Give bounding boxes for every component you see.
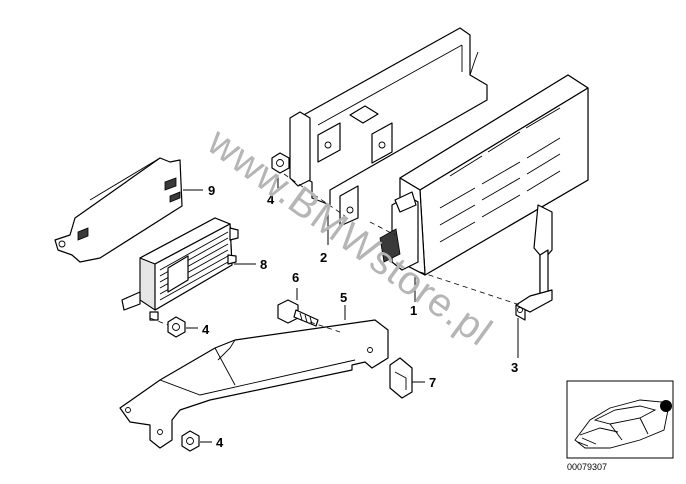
- control-unit-part-1: [379, 74, 589, 276]
- assembly-line-bracket-to-unit: [369, 221, 396, 236]
- nut-part-4-bottom: [181, 430, 200, 452]
- assembly-line-module-nut: [149, 317, 169, 326]
- plate-part-9: [54, 157, 183, 263]
- nut-part-4-top: [271, 152, 290, 174]
- callout-4-top: 4: [267, 192, 275, 207]
- callout-7: 7: [429, 375, 436, 390]
- callout-8: 8: [260, 257, 267, 272]
- bracket-part-3: [515, 204, 553, 321]
- callout-4-middle: 4: [202, 322, 210, 337]
- callout-1: 1: [410, 303, 417, 318]
- bracket-part-5: [119, 319, 389, 449]
- callout-3: 3: [511, 360, 518, 375]
- bolt-part-6: [277, 299, 319, 327]
- assembly-line-nut-to-bracket: [283, 173, 346, 217]
- clip-part-7: [389, 357, 413, 399]
- callout-5: 5: [340, 290, 347, 305]
- callout-9: 9: [208, 183, 215, 198]
- bracket-part-2: [289, 27, 488, 227]
- callout-2: 2: [320, 250, 327, 265]
- callout-6: 6: [292, 270, 299, 285]
- reference-number: 00079307: [567, 462, 607, 472]
- nut-part-4-middle: [167, 316, 186, 338]
- car-location-thumbnail-icon: [566, 380, 674, 459]
- callout-4-bottom: 4: [216, 435, 224, 450]
- module-part-8: [121, 217, 239, 321]
